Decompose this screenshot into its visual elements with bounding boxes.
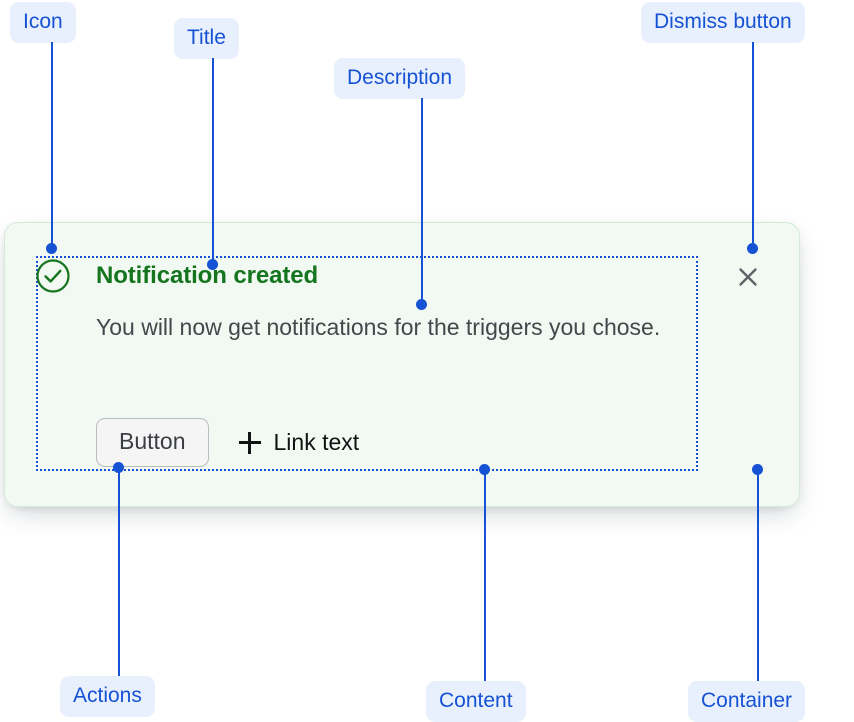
annotation-leader-content [484, 469, 486, 681]
annotation-leader-title [212, 58, 214, 264]
annotation-label-actions: Actions [60, 676, 155, 717]
toast-actions: Button Link text [96, 418, 359, 467]
annotation-leader-icon [51, 42, 53, 248]
annotation-label-title: Title [174, 18, 239, 59]
annotation-leader-container [757, 469, 759, 681]
annotation-dot-description [416, 299, 427, 310]
annotation-dot-dismiss-button [747, 243, 758, 254]
annotation-leader-description [421, 98, 423, 304]
secondary-action-link-label: Link text [273, 429, 360, 455]
toast-description: You will now get notifications for the t… [96, 314, 661, 340]
annotation-label-description: Description [334, 58, 466, 99]
annotation-leader-dismiss-button [752, 42, 754, 248]
annotation-label-dismiss-button: Dismiss button [641, 2, 805, 43]
annotation-label-icon: Icon [10, 2, 76, 43]
dismiss-button[interactable] [733, 262, 763, 292]
primary-action-button[interactable]: Button [96, 418, 209, 467]
annotation-leader-actions [118, 467, 120, 676]
secondary-action-link[interactable]: Link text [238, 429, 360, 456]
annotation-label-container: Container [688, 681, 806, 722]
close-icon [739, 268, 757, 286]
toast-content-region [36, 256, 698, 471]
annotation-dot-title [207, 259, 218, 270]
check-circle-icon [35, 258, 71, 294]
annotation-dot-icon [46, 243, 57, 254]
plus-icon [238, 431, 261, 454]
annotation-label-content: Content [426, 681, 526, 722]
